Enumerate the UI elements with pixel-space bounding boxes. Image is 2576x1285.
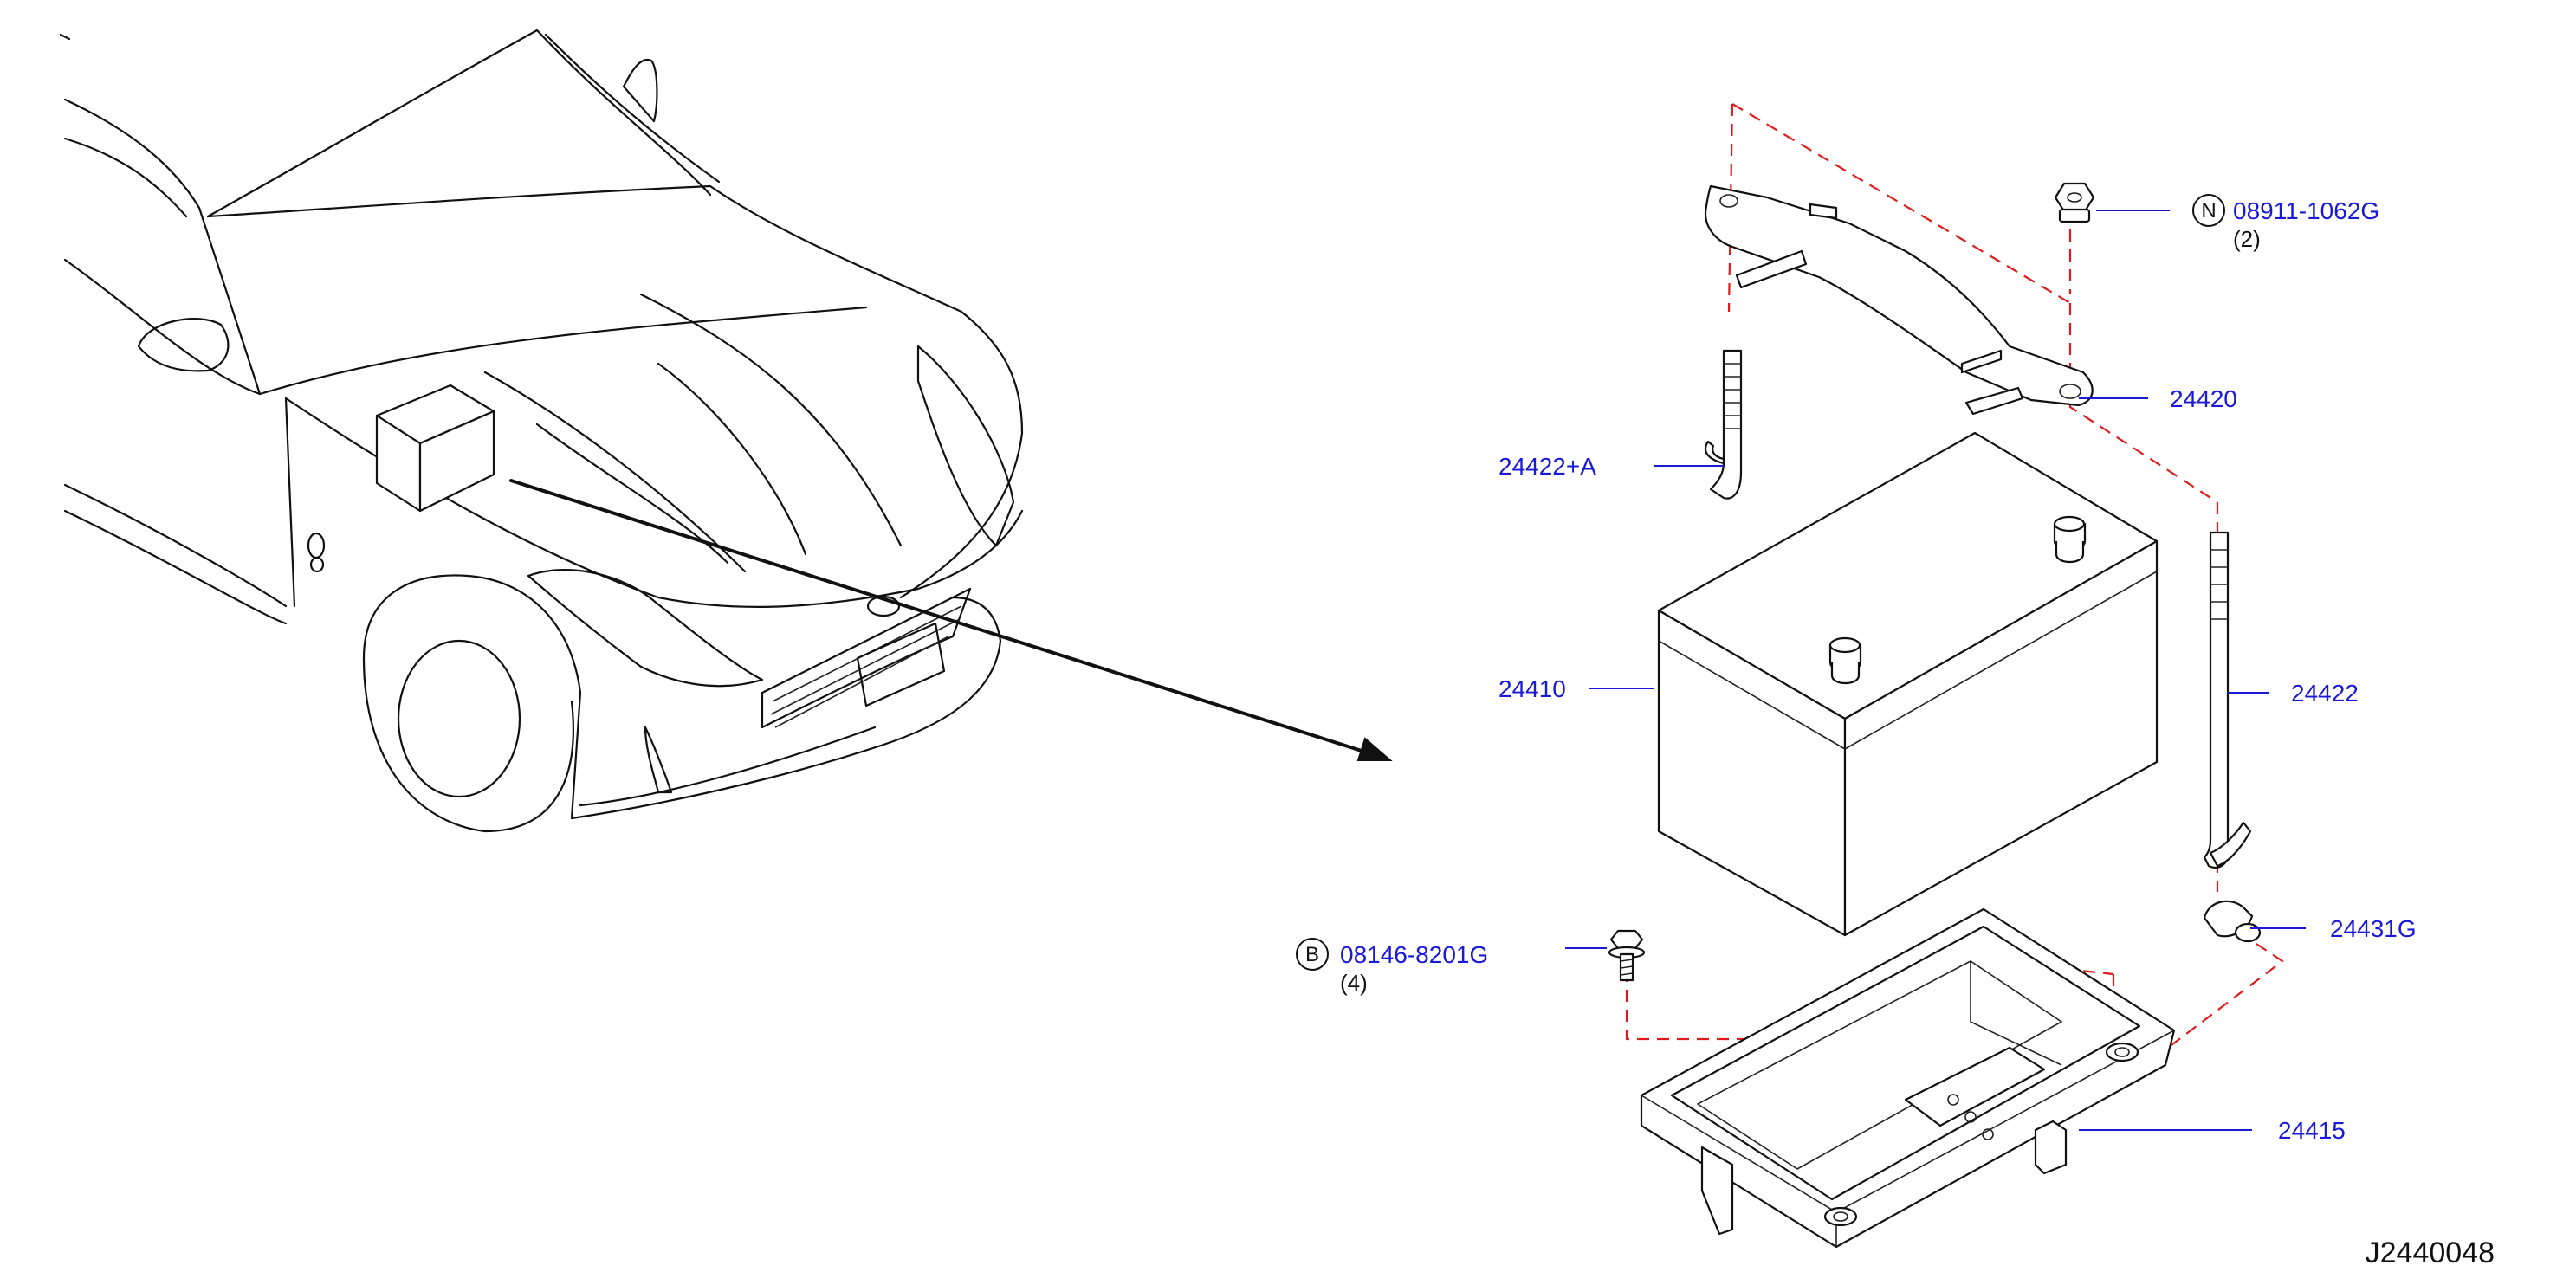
battery bbox=[1657, 431, 2159, 937]
hold-down-rod-a-label: 24422+A bbox=[1498, 453, 1596, 480]
hold-down-rod bbox=[2203, 531, 2252, 869]
hold-down-rod-label: 24422 bbox=[2291, 680, 2359, 707]
nut-symbol: N bbox=[2201, 199, 2216, 223]
nut-part-number: 08911-1062G bbox=[2233, 197, 2379, 224]
battery-tray-label: 24415 bbox=[2278, 1117, 2346, 1144]
clip bbox=[2203, 900, 2262, 943]
nut-symbol-circle bbox=[2192, 194, 2225, 227]
battery-tray bbox=[1640, 907, 2176, 1249]
battery-label: 24410 bbox=[1498, 675, 1566, 702]
nut bbox=[2054, 182, 2095, 223]
clip-label: 24431G bbox=[2330, 915, 2417, 942]
hold-down-frame bbox=[1704, 184, 2094, 416]
bolt-symbol: B bbox=[1305, 943, 1319, 966]
bolt-quantity: (4) bbox=[1340, 970, 1368, 996]
nut-quantity: (2) bbox=[2233, 226, 2261, 252]
drawing-number: J2440048 bbox=[2366, 1237, 2495, 1269]
bolt-symbol-circle bbox=[1296, 938, 1329, 971]
bolt-part-number: 08146-8201G bbox=[1340, 941, 1488, 968]
hold-down-frame-label: 24420 bbox=[2170, 385, 2237, 412]
hold-down-rod-a bbox=[1704, 349, 1743, 500]
part-labels: N 08911-1062G (2) 24420 24422+A 24410 24… bbox=[1296, 194, 2495, 1269]
car-illustration bbox=[59, 29, 1393, 833]
leader-lines bbox=[1565, 210, 2306, 1131]
bolt bbox=[1608, 929, 1646, 982]
